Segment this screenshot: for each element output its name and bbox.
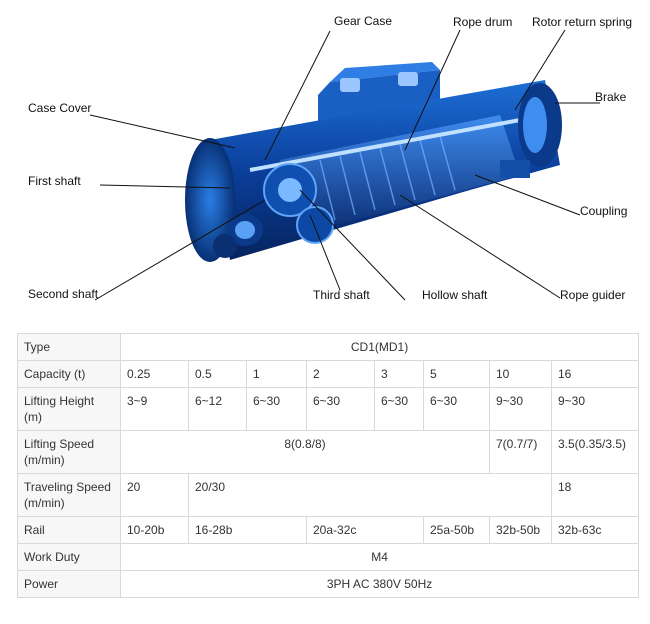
type-label: Type <box>17 333 121 361</box>
hoist-body <box>185 62 562 262</box>
label-hollow-shaft: Hollow shaft <box>422 288 488 302</box>
traveling-speed-label: Traveling Speed (m/min) <box>17 473 121 517</box>
type-value: CD1(MD1) <box>119 333 640 361</box>
capacity-cell: 5 <box>423 360 490 388</box>
lifting-height-cell: 9~30 <box>550 387 640 431</box>
label-first-shaft: First shaft <box>28 174 81 188</box>
capacity-label: Capacity (t) <box>17 360 121 388</box>
lifting-speed-cell: 3.5(0.35/3.5) <box>550 430 640 474</box>
label-second-shaft: Second shaft <box>28 287 99 301</box>
label-rope-drum: Rope drum <box>453 15 513 29</box>
label-brake: Brake <box>595 90 627 104</box>
capacity-cell: 0.25 <box>120 360 189 388</box>
lifting-height-cell: 9~30 <box>489 387 552 431</box>
work-duty-label: Work Duty <box>17 543 121 571</box>
row-capacity: Capacity (t) 0.25 0.5 1 2 3 5 10 16 <box>17 360 640 388</box>
lifting-speed-cell: 8(0.8/8) <box>120 430 490 474</box>
traveling-speed-cell: 18 <box>550 473 640 517</box>
label-gear-case: Gear Case <box>334 14 393 28</box>
capacity-cell: 3 <box>374 360 424 388</box>
row-lifting-speed: Lifting Speed (m/min) 8(0.8/8) 7(0.7/7) … <box>17 430 640 474</box>
lifting-speed-label: Lifting Speed (m/min) <box>17 430 121 474</box>
row-work-duty: Work Duty M4 <box>17 543 640 571</box>
label-case-cover: Case Cover <box>28 101 92 115</box>
rail-cell: 32b-50b <box>489 516 552 544</box>
label-coupling: Coupling <box>580 204 628 218</box>
lifting-height-label: Lifting Height (m) <box>17 387 121 431</box>
capacity-cell: 1 <box>246 360 307 388</box>
rail-label: Rail <box>17 516 121 544</box>
hoist-cutaway-illustration <box>89 29 600 301</box>
rail-cell: 20a-32c <box>306 516 424 544</box>
lifting-height-cell: 6~30 <box>306 387 375 431</box>
rail-cell: 16-28b <box>188 516 307 544</box>
row-power: Power 3PH AC 380V 50Hz <box>17 570 640 598</box>
rail-cell: 25a-50b <box>423 516 490 544</box>
lifting-height-cell: 6~30 <box>246 387 307 431</box>
row-traveling-speed: Traveling Speed (m/min) 20 20/30 18 <box>17 473 640 517</box>
power-label: Power <box>17 570 121 598</box>
work-duty-value: M4 <box>119 543 640 571</box>
traveling-speed-cell: 20 <box>120 473 189 517</box>
label-rope-guider: Rope guider <box>560 288 626 302</box>
lifting-height-cell: 6~30 <box>423 387 490 431</box>
row-type: Type CD1(MD1) <box>17 333 640 361</box>
leader-lines <box>89 29 600 301</box>
capacity-cell: 2 <box>306 360 375 388</box>
capacity-cell: 16 <box>550 360 640 388</box>
lifting-speed-cell: 7(0.7/7) <box>489 430 552 474</box>
traveling-speed-cell: 20/30 <box>188 473 552 517</box>
label-rotor-return-spring: Rotor return spring <box>532 15 633 29</box>
lifting-height-cell: 6~30 <box>374 387 424 431</box>
capacity-cell: 10 <box>489 360 552 388</box>
lifting-height-cell: 6~12 <box>188 387 247 431</box>
hoist-diagram: Gear Case Rope drum Rotor return spring … <box>28 14 633 302</box>
rail-cell: 32b-63c <box>550 516 640 544</box>
capacity-cell: 0.5 <box>188 360 247 388</box>
lifting-height-cell: 3~9 <box>120 387 189 431</box>
row-rail: Rail 10-20b 16-28b 20a-32c 25a-50b 32b-5… <box>17 516 640 544</box>
power-value: 3PH AC 380V 50Hz <box>119 570 640 598</box>
spec-table: Type CD1(MD1) Capacity (t) 0.25 0.5 1 2 … <box>17 333 640 598</box>
rail-cell: 10-20b <box>120 516 189 544</box>
label-third-shaft: Third shaft <box>313 288 370 302</box>
row-lifting-height: Lifting Height (m) 3~9 6~12 6~30 6~30 6~… <box>17 387 640 431</box>
